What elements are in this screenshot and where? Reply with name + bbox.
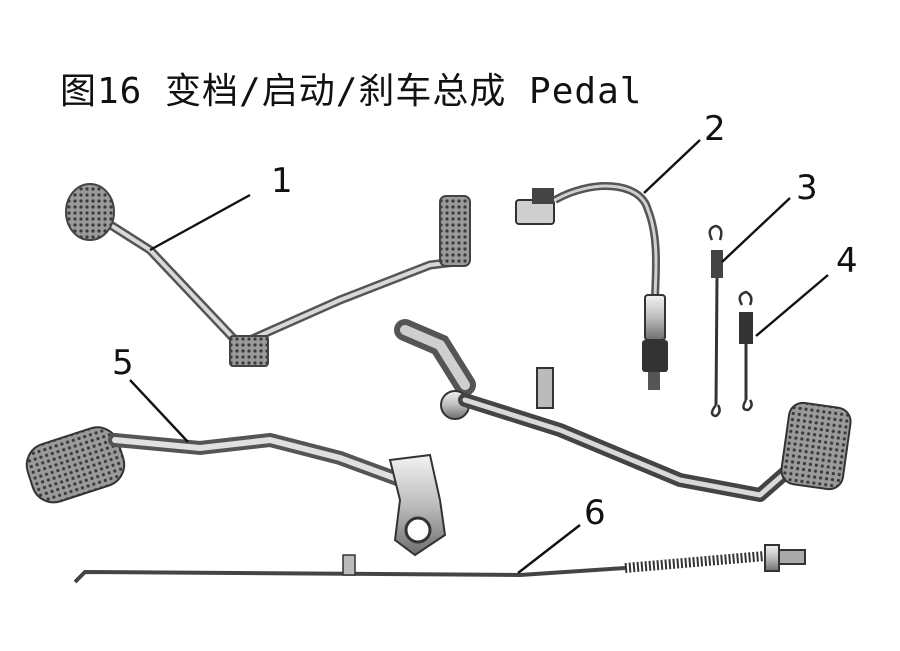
leader-line-6 [517,524,581,574]
leader-line-4 [755,274,829,337]
leader-line-2 [643,139,701,194]
callout-number-3: 3 [796,168,818,208]
short-return-spring-illustration [738,290,753,412]
callout-number-1: 1 [271,161,293,201]
brake-light-switch-illustration [515,182,668,390]
leader-line-3 [721,197,791,263]
callout-number-4: 4 [836,241,858,281]
callout-number-2: 2 [704,109,726,149]
brake-rod-illustration [73,544,806,584]
leader-line-5 [129,379,189,443]
figure-title: 图16 变档/启动/刹车总成 Pedal [60,71,643,112]
callout-number-5: 5 [112,343,134,383]
kick-start-lever-illustration [25,426,447,557]
callout-number-6: 6 [584,493,606,533]
brake-pedal-illustration [394,319,852,502]
leader-line-1 [149,193,251,252]
long-return-spring-illustration [708,224,723,418]
